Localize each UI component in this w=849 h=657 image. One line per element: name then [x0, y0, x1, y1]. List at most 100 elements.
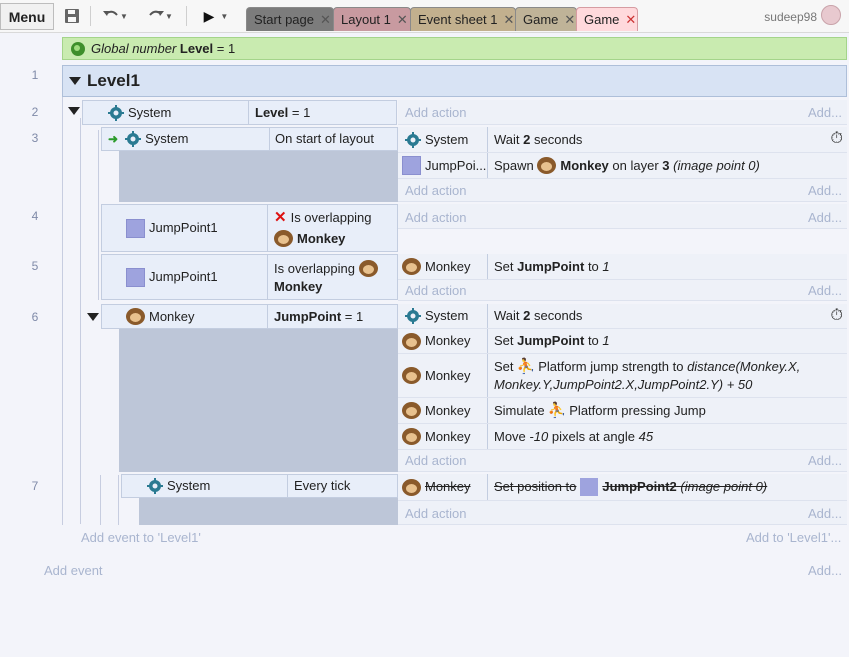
undo-icon[interactable]: ▼ [100, 5, 130, 27]
close-icon[interactable]: ✕ [625, 11, 637, 27]
action-row[interactable]: JumpPoi... Spawn Monkey on layer 3 (imag… [398, 153, 847, 179]
action-area [398, 100, 847, 125]
user-name[interactable]: sudeep98 [764, 10, 817, 24]
collapse-icon[interactable] [87, 313, 99, 321]
condition-value: = 1 [344, 308, 364, 324]
object-name: Monkey [425, 402, 471, 418]
add-action-link[interactable]: Add action [405, 453, 467, 468]
add-action-link[interactable]: Add action [405, 183, 467, 198]
add-link[interactable]: Add... [808, 105, 842, 120]
close-icon[interactable]: ✕ [564, 11, 576, 27]
action-row[interactable]: Monkey Simulate⛹Platform pressing Jump [398, 398, 847, 424]
play-icon[interactable]: ▶▼ [203, 7, 229, 24]
save-icon[interactable] [62, 5, 82, 27]
object-name: JumpPoint1 [149, 269, 218, 284]
add-link[interactable]: Add... [808, 210, 842, 225]
action-param: -10 [529, 428, 549, 444]
tab-layout-1[interactable]: Layout 1 ✕ [333, 7, 411, 31]
add-action-link[interactable]: Add action [405, 210, 467, 225]
collapse-icon[interactable] [69, 77, 81, 85]
collapse-icon[interactable] [68, 107, 80, 115]
close-icon[interactable]: ✕ [503, 11, 515, 27]
action-param: 1 [602, 258, 610, 274]
action-text-mid: to [587, 333, 599, 348]
condition-row[interactable]: ➜ System On start of layout [101, 127, 398, 151]
action-text-mid: pixels at angle [551, 428, 635, 444]
object-name: Monkey [425, 428, 471, 444]
action-object: Monkey [402, 354, 488, 397]
condition-object: System [107, 101, 249, 124]
condition-object: Monkey [126, 305, 268, 328]
add-link[interactable]: Add... [808, 506, 842, 521]
tab-label: Layout 1 [341, 12, 391, 27]
sprite-icon [402, 156, 421, 175]
group-header[interactable]: Level1 [62, 65, 847, 97]
condition-row[interactable]: Monkey JumpPoint = 1 [101, 304, 398, 329]
action-text: Set JumpPoint to 1 [494, 329, 610, 353]
action-area [398, 450, 847, 472]
global-variable-row[interactable]: Global number Level = 1 [62, 37, 847, 60]
tab-start-page[interactable]: Start page✕ [246, 7, 334, 31]
indent-guide [118, 475, 119, 525]
monkey-icon [402, 367, 421, 384]
add-link[interactable]: Add... [808, 453, 842, 468]
condition-row[interactable]: JumpPoint1 ✕Is overlapping Monkey [101, 204, 398, 252]
add-link[interactable]: Add... [808, 183, 842, 198]
add-event-link[interactable]: Add event [44, 563, 103, 578]
monkey-icon [402, 258, 421, 275]
action-object: System [404, 304, 488, 328]
add-link[interactable]: Add... [808, 563, 842, 578]
tab-event-sheet-1[interactable]: Event sheet 1✕ [410, 7, 516, 31]
tab-game-active[interactable]: Game✕ [576, 7, 638, 31]
action-row[interactable]: System Wait 2 seconds ⏱ [398, 304, 847, 329]
close-icon[interactable]: ✕ [320, 11, 331, 27]
redo-icon[interactable]: ▼ [143, 5, 177, 27]
add-event-to-group-link[interactable]: Add event to 'Level1' [81, 530, 201, 545]
add-action-link[interactable]: Add action [405, 506, 467, 521]
condition-text: Level = 1 [255, 101, 310, 124]
action-verb: Move [494, 428, 526, 444]
object-name: System [425, 308, 469, 323]
menu-button[interactable]: Menu [0, 3, 54, 30]
add-action-link[interactable]: Add action [405, 283, 467, 298]
tab-game[interactable]: Game ✕ [515, 7, 577, 31]
condition-row[interactable]: JumpPoint1 Is overlapping Monkey [101, 254, 398, 300]
action-suffix: seconds [534, 131, 583, 147]
global-var-type: Global number [91, 41, 177, 56]
add-link[interactable]: Add... [808, 283, 842, 298]
monkey-icon [402, 478, 421, 496]
close-icon[interactable]: ✕ [396, 11, 408, 27]
action-verb: Set [494, 333, 514, 348]
object-name: Monkey [149, 308, 195, 324]
condition-value: = 1 [291, 104, 311, 120]
action-verb: Spawn [494, 157, 534, 173]
indent-guide [80, 118, 81, 524]
line-number: 3 [31, 131, 39, 145]
indent-guide [98, 130, 99, 300]
sprite-icon [126, 267, 145, 287]
condition-text: Is overlapping Monkey [274, 260, 394, 295]
separator [90, 6, 91, 26]
object-name: Monkey [425, 479, 471, 494]
add-action-link[interactable]: Add action [405, 105, 467, 120]
line-number: 7 [31, 479, 39, 493]
condition-row[interactable]: System Every tick [121, 474, 398, 498]
object-name: System [128, 104, 172, 120]
variable-name: JumpPoint [274, 308, 342, 324]
action-row[interactable]: Monkey Set⛹Platform jump strength to dis… [398, 354, 847, 398]
tab-label: Game [523, 12, 559, 27]
avatar[interactable] [821, 5, 841, 25]
action-row[interactable]: Monkey Move -10 pixels at angle 45 [398, 424, 847, 450]
condition-row[interactable]: System Level = 1 [82, 100, 397, 125]
action-object: Monkey [402, 254, 488, 279]
add-to-group-link[interactable]: Add to 'Level1'... [746, 530, 842, 545]
condition-target: Monkey [297, 230, 346, 246]
action-row[interactable]: System Wait 2 seconds ⏱ [398, 127, 847, 153]
toolbar: Menu ▼ ▼ ▶▼ Start page✕ Layout 1 ✕ Event … [0, 0, 849, 33]
action-param: 3 [662, 157, 670, 173]
action-verb: Simulate [494, 402, 545, 418]
action-text: Wait 2 seconds [494, 304, 582, 328]
action-row[interactable]: Monkey Set JumpPoint to 1 [398, 254, 847, 280]
action-row[interactable]: Monkey Set JumpPoint to 1 [398, 329, 847, 354]
